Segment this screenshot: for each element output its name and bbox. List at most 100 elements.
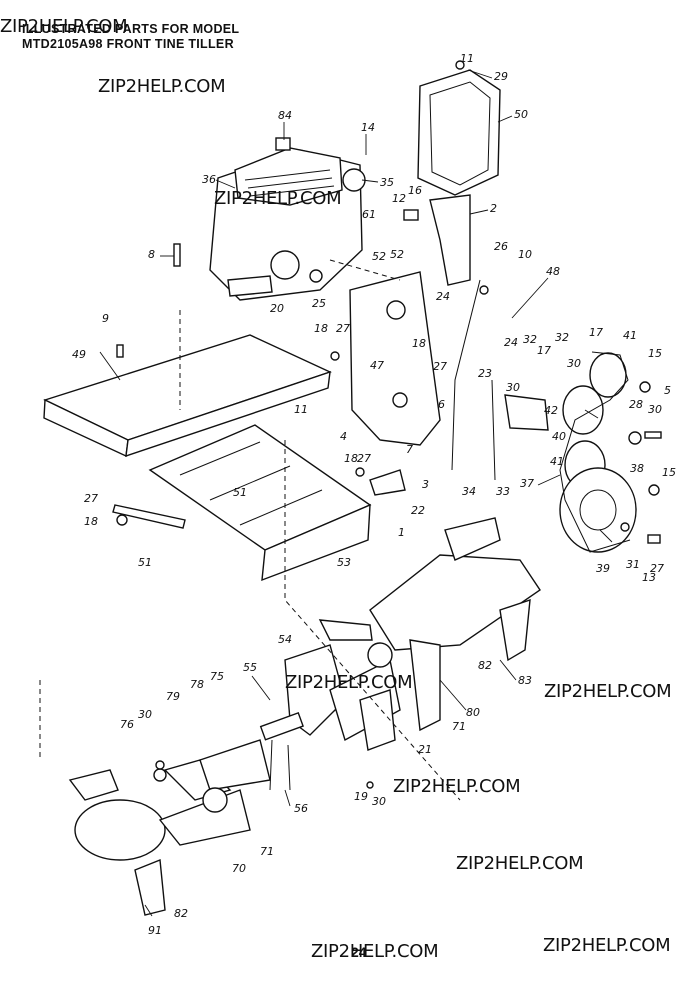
callout-91: 91: [148, 924, 162, 937]
callout-12: 12: [392, 192, 406, 205]
callout-labels: 84 14 36 35 11 29 50 16 12 2 61 8 52 26 …: [72, 52, 676, 937]
callout-23: 23: [478, 367, 492, 380]
callout-33: 33: [496, 485, 510, 498]
axis-line: [329, 259, 401, 281]
callout-49: 49: [72, 348, 86, 361]
callout-82b: 82: [174, 907, 188, 920]
callout-27e: 27: [650, 562, 664, 575]
callout-18c: 18: [344, 452, 358, 465]
callout-56: 56: [294, 802, 308, 815]
frame-illustration: [112, 424, 372, 582]
callout-34: 34: [462, 485, 476, 498]
callout-30e: 30: [372, 795, 386, 808]
pulley-belt-illustration: [504, 351, 637, 553]
callout-10: 10: [518, 248, 532, 261]
lower-tine-illustration: [68, 739, 271, 916]
callout-35: 35: [380, 176, 394, 189]
engine-illustration: [209, 137, 366, 301]
callout-17b: 17: [537, 344, 551, 357]
callout-1: 1: [398, 526, 405, 539]
leader-lines: [99, 69, 613, 917]
callout-16: 16: [408, 184, 422, 197]
callout-80: 80: [466, 706, 480, 719]
callout-83: 83: [518, 674, 532, 687]
callout-27c: 27: [357, 452, 371, 465]
callout-48: 48: [546, 265, 560, 278]
shield-illustration: [43, 334, 332, 458]
callout-18b: 18: [412, 337, 426, 350]
watermark-9: ZIP2HELP.COM: [543, 935, 671, 956]
callout-84: 84: [278, 109, 292, 122]
callout-42: 42: [544, 404, 558, 417]
callout-24: 24: [436, 290, 450, 303]
callout-40: 40: [552, 430, 566, 443]
callout-28: 28: [629, 398, 643, 411]
callout-27b: 27: [433, 360, 447, 373]
callout-2: 2: [490, 202, 497, 215]
callout-41: 41: [623, 329, 637, 342]
callout-4: 4: [340, 430, 347, 443]
watermark-1: ZIP2HELP.COM: [0, 16, 128, 37]
callout-71: 71: [452, 720, 466, 733]
callout-79: 79: [166, 690, 180, 703]
callout-70: 70: [232, 862, 246, 875]
callout-18d: 18: [84, 515, 98, 528]
callout-9: 9: [102, 312, 109, 325]
callout-30d: 30: [138, 708, 152, 721]
callout-36: 36: [202, 173, 216, 186]
watermark-8: ZIP2HELP.COM: [311, 941, 439, 962]
watermark-7: ZIP2HELP.COM: [456, 853, 584, 874]
callout-8: 8: [148, 248, 155, 261]
callout-15: 15: [648, 347, 662, 360]
callout-37: 37: [520, 477, 534, 490]
callout-51: 51: [233, 486, 247, 499]
callout-27: 27: [336, 322, 350, 335]
callout-26: 26: [494, 240, 508, 253]
callout-78: 78: [190, 678, 204, 691]
callout-19: 19: [354, 790, 368, 803]
callout-52b: 52: [372, 250, 386, 263]
callout-52: 52: [390, 248, 404, 261]
callout-18: 18: [314, 322, 328, 335]
transmission-illustration: [259, 644, 401, 791]
diagram-title: ILLUSTRATED PARTS FOR MODEL MTD2105A98 F…: [22, 22, 239, 52]
fastener-illustrations: [116, 60, 662, 789]
callout-30c: 30: [648, 403, 662, 416]
callout-41b: 41: [550, 455, 564, 468]
callout-25: 25: [312, 297, 326, 310]
callout-6: 6: [438, 398, 445, 411]
callout-3: 3: [422, 478, 429, 491]
callout-13: 13: [642, 571, 656, 584]
callout-31: 31: [626, 558, 640, 571]
callout-38: 38: [630, 462, 644, 475]
callout-29: 29: [494, 70, 508, 83]
callout-17: 17: [589, 326, 603, 339]
callout-47: 47: [370, 359, 384, 372]
callout-76: 76: [120, 718, 134, 731]
callout-75: 75: [210, 670, 224, 683]
callout-14: 14: [361, 121, 375, 134]
callout-55: 55: [243, 661, 257, 674]
control-rod-illustration: [369, 279, 496, 496]
callout-7: 7: [406, 443, 413, 456]
callout-39: 39: [596, 562, 610, 575]
callout-11: 11: [460, 52, 474, 65]
callout-32: 32: [523, 333, 537, 346]
callout-20: 20: [270, 302, 284, 315]
callout-15b: 15: [662, 466, 676, 479]
mounting-plate-illustration: [349, 271, 441, 446]
callout-71b: 71: [260, 845, 274, 858]
callout-32b: 32: [555, 331, 569, 344]
page-number: 24: [351, 944, 367, 960]
watermark-5: ZIP2HELP.COM: [544, 681, 672, 702]
callout-82: 82: [478, 659, 492, 672]
callout-61: 61: [362, 208, 376, 221]
title-line-2: MTD2105A98 FRONT TINE TILLER: [22, 37, 234, 51]
watermark-2: ZIP2HELP.COM: [98, 76, 226, 97]
watermark-3: ZIP2HELP.COM: [214, 188, 342, 209]
callout-53: 53: [337, 556, 351, 569]
title-line-1: ILLUSTRATED PARTS FOR MODEL: [22, 22, 240, 36]
watermark-4: ZIP2HELP.COM: [285, 672, 413, 693]
belt-cover-illustration: [417, 69, 501, 286]
